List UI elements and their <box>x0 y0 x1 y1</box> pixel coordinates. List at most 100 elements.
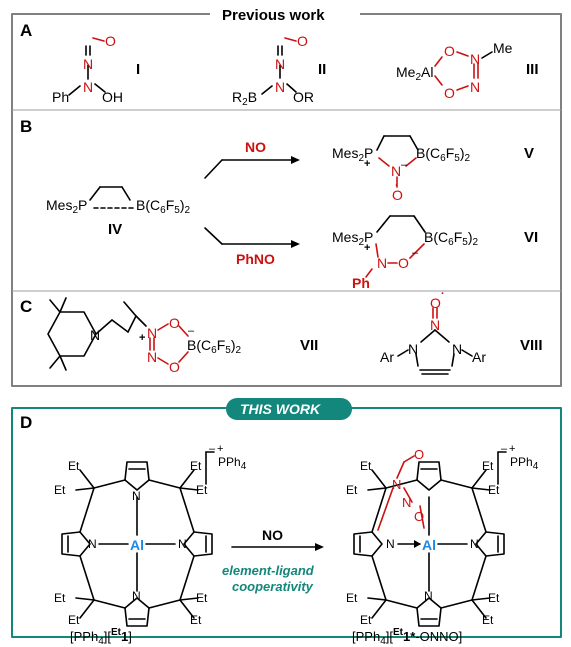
et-label: Et <box>482 459 494 473</box>
atom-n: N <box>83 79 94 95</box>
atom-boron: B(C6F5)2 <box>136 197 191 216</box>
numeral-vii: VII <box>300 337 319 354</box>
atom-n: N <box>391 163 402 179</box>
atom-r2b: R2B <box>232 89 258 108</box>
et-label: Et <box>482 613 494 627</box>
minus-charge: – <box>501 443 508 455</box>
atom-n: N <box>392 477 402 492</box>
atom-n: N <box>275 79 286 95</box>
atom-o: O <box>297 33 308 49</box>
atom-n: N <box>470 537 479 551</box>
numeral-v: V <box>524 145 535 162</box>
atom-o: O <box>169 359 180 375</box>
reaction-arrows-b <box>204 156 300 248</box>
atom-o: O <box>444 85 455 101</box>
et-label: Et <box>196 483 208 497</box>
atom-boron: B(C6F5)2 <box>187 337 242 356</box>
atom-boron: B(C6F5)2 <box>424 229 479 248</box>
compound-ii-structure <box>261 37 297 95</box>
this-work-banner-text: THIS WORK <box>240 401 321 417</box>
atom-n: N <box>452 341 463 357</box>
panel-label-a: A <box>20 21 33 40</box>
compound-iv-structure <box>89 186 135 209</box>
atom-o: O <box>392 187 403 203</box>
caption-element-ligand: element-ligand <box>222 563 314 578</box>
atom-ph: Ph <box>352 275 370 291</box>
plus-charge: + <box>364 158 371 170</box>
this-work-frame <box>11 407 562 638</box>
atom-n: N <box>377 255 388 271</box>
numeral-ii: II <box>318 61 327 78</box>
atom-n: N <box>386 537 395 551</box>
atom-o: O <box>398 255 409 271</box>
numeral-iii: III <box>526 61 539 78</box>
reaction-arrow-d <box>231 543 324 551</box>
minus-charge: – <box>412 247 419 259</box>
atom-n: N <box>147 349 158 365</box>
atom-n: N <box>402 495 412 510</box>
reagent-phno-label: PhNO <box>236 251 275 267</box>
plus-charge: + <box>139 332 146 344</box>
atom-n: N <box>178 537 187 551</box>
et-label: Et <box>190 459 202 473</box>
atom-mes2p: Mes2P <box>46 197 88 216</box>
radical-dot: · <box>441 288 445 300</box>
plus-charge: + <box>364 242 371 254</box>
et-label: Et <box>190 613 202 627</box>
atom-ph: Ph <box>52 89 70 105</box>
atom-n: N <box>275 56 286 72</box>
panel-label-b: B <box>20 117 33 136</box>
atom-boron: B(C6F5)2 <box>416 145 471 164</box>
numeral-iv: IV <box>108 221 123 238</box>
atom-n: N <box>132 589 141 603</box>
minus-charge: – <box>401 159 408 171</box>
minus-charge: – <box>209 443 216 455</box>
numeral-i: I <box>136 61 141 78</box>
atom-o: O <box>105 33 116 49</box>
et-label: Et <box>346 483 358 497</box>
panel-label-c: C <box>20 297 33 316</box>
atom-n: N <box>90 327 101 343</box>
compound-iii-structure <box>434 51 493 91</box>
minus-charge: – <box>188 325 195 337</box>
atom-me2al: Me2Al <box>396 64 434 83</box>
atom-n: N <box>470 79 481 95</box>
compound-i-structure <box>68 37 106 96</box>
panel-label-d: D <box>20 413 33 432</box>
et-label: Et <box>54 483 66 497</box>
et-label: Et <box>346 591 358 605</box>
atom-al: Al <box>130 537 144 553</box>
atom-ar: Ar <box>472 349 486 365</box>
et-label: Et <box>196 591 208 605</box>
atom-al: Al <box>422 537 436 553</box>
numeral-viii: VIII <box>520 337 543 354</box>
et-label: Et <box>68 459 80 473</box>
previous-work-title: Previous work <box>222 7 325 24</box>
atom-mes2p: Mes2P <box>332 229 374 248</box>
atom-o: O <box>430 295 441 311</box>
compound-viii-structure <box>397 307 473 375</box>
atom-me: Me <box>493 40 513 56</box>
plus-charge: + <box>509 443 516 455</box>
atom-n: N <box>147 325 158 341</box>
atom-o: O <box>169 315 180 331</box>
reagent-no-label: NO <box>262 527 283 543</box>
atom-o: O <box>444 43 455 59</box>
reagent-no-label: NO <box>245 139 266 155</box>
plus-charge: + <box>217 443 224 455</box>
reactant-compound-name: [PPh4][Et1] <box>70 627 132 647</box>
atom-n: N <box>132 489 141 503</box>
atom-n: N <box>83 56 94 72</box>
compound-vi-structure <box>365 215 426 278</box>
cation-pph4: PPh4 <box>510 455 539 472</box>
title-mask <box>210 6 360 24</box>
atom-ar: Ar <box>380 349 394 365</box>
atom-n: N <box>408 341 419 357</box>
this-work-banner <box>226 398 352 420</box>
et-label: Et <box>488 483 500 497</box>
et-label: Et <box>488 591 500 605</box>
atom-o: O <box>414 509 425 524</box>
et-label: Et <box>360 459 372 473</box>
product-compound-name: [PPh4][Et1*-ONNO] <box>352 627 463 647</box>
